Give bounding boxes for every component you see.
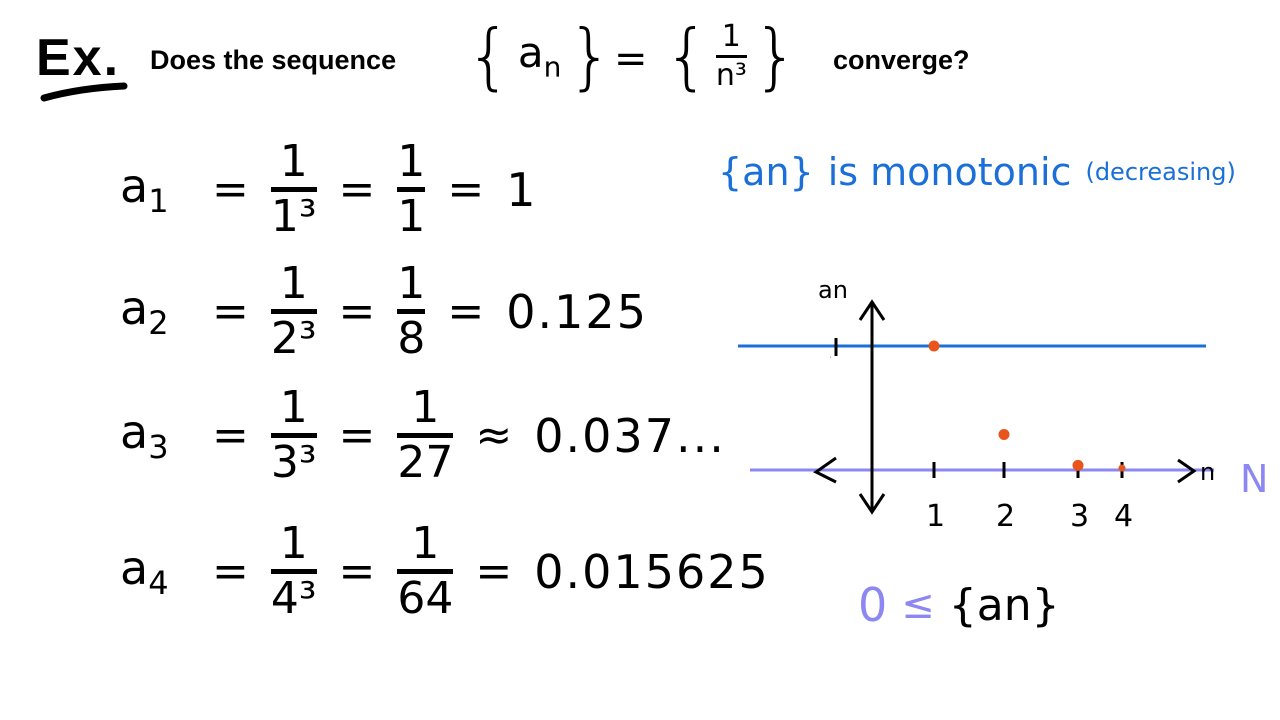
sequence-point xyxy=(1118,464,1126,472)
statement-paren: (decreasing) xyxy=(1085,158,1236,186)
equals-sign: = xyxy=(212,546,249,597)
result-operator: ≈ xyxy=(475,410,513,461)
sequence-equals: = xyxy=(614,36,648,82)
question-text: Does the sequence xyxy=(150,45,397,75)
y-one-label: 1 xyxy=(830,357,832,359)
equals-sign: = xyxy=(212,286,249,337)
sequence-point xyxy=(998,429,1010,440)
term-lhs: a2 xyxy=(120,280,169,343)
term-lhs: a1 xyxy=(120,158,169,221)
n-axis-right-arrow xyxy=(1177,458,1197,484)
left-brace: { xyxy=(466,14,512,98)
x-tick-label: 1 xyxy=(926,499,945,534)
y-axis-label: an xyxy=(818,276,848,304)
right-brace: } xyxy=(567,14,614,98)
statement-set: {an} xyxy=(718,150,814,194)
term-value: 1 xyxy=(506,162,538,217)
result-operator: = xyxy=(447,286,485,337)
n-label: N xyxy=(1240,457,1268,501)
y-axis-up-arrow xyxy=(858,299,886,321)
question-tail: converge? xyxy=(833,45,970,75)
right-brace: } xyxy=(752,14,799,98)
equals-sign: = xyxy=(338,410,376,461)
zero-label: 0 xyxy=(858,578,888,632)
term-lhs: a3 xyxy=(120,404,169,467)
equals-sign: = xyxy=(212,410,249,461)
x-tick-label: 2 xyxy=(996,499,1015,534)
x-axis-label: n xyxy=(1200,458,1215,486)
sequence-term: an xyxy=(517,28,562,84)
term-value: 0.015625 xyxy=(534,544,770,599)
sequence-lhs: { an } xyxy=(466,20,613,92)
sequence-point xyxy=(1072,459,1084,471)
x-tick-label: 3 xyxy=(1070,499,1089,534)
sequence-point xyxy=(928,340,940,352)
left-brace: { xyxy=(664,14,710,98)
term-value: 0.037... xyxy=(534,408,726,463)
result-operator: = xyxy=(475,546,513,597)
monotonic-statement: {an} is monotonic (decreasing) xyxy=(718,150,1236,194)
sequence-rhs: { 1 n³ } xyxy=(664,20,799,92)
statement-text: is monotonic xyxy=(827,150,1072,194)
n-axis-left-arrow xyxy=(813,456,837,484)
leq-symbol: ≤ xyxy=(901,582,935,628)
term-value: 0.125 xyxy=(506,284,648,339)
term-lhs: a4 xyxy=(120,540,169,603)
result-operator: = xyxy=(447,164,485,215)
bound-set: {an} xyxy=(948,579,1060,631)
equals-sign: = xyxy=(338,164,376,215)
example-label: Ex. xyxy=(36,29,121,87)
equals-sign: = xyxy=(212,164,249,215)
x-tick-label: 4 xyxy=(1114,499,1133,534)
lower-bound: 0 ≤ {an} xyxy=(858,578,1060,632)
equals-sign: = xyxy=(338,286,376,337)
sequence-fraction: 1 n³ xyxy=(715,18,747,93)
equals-sign: = xyxy=(338,546,376,597)
example-underline xyxy=(40,82,128,102)
y-axis-down-arrow xyxy=(858,493,886,515)
